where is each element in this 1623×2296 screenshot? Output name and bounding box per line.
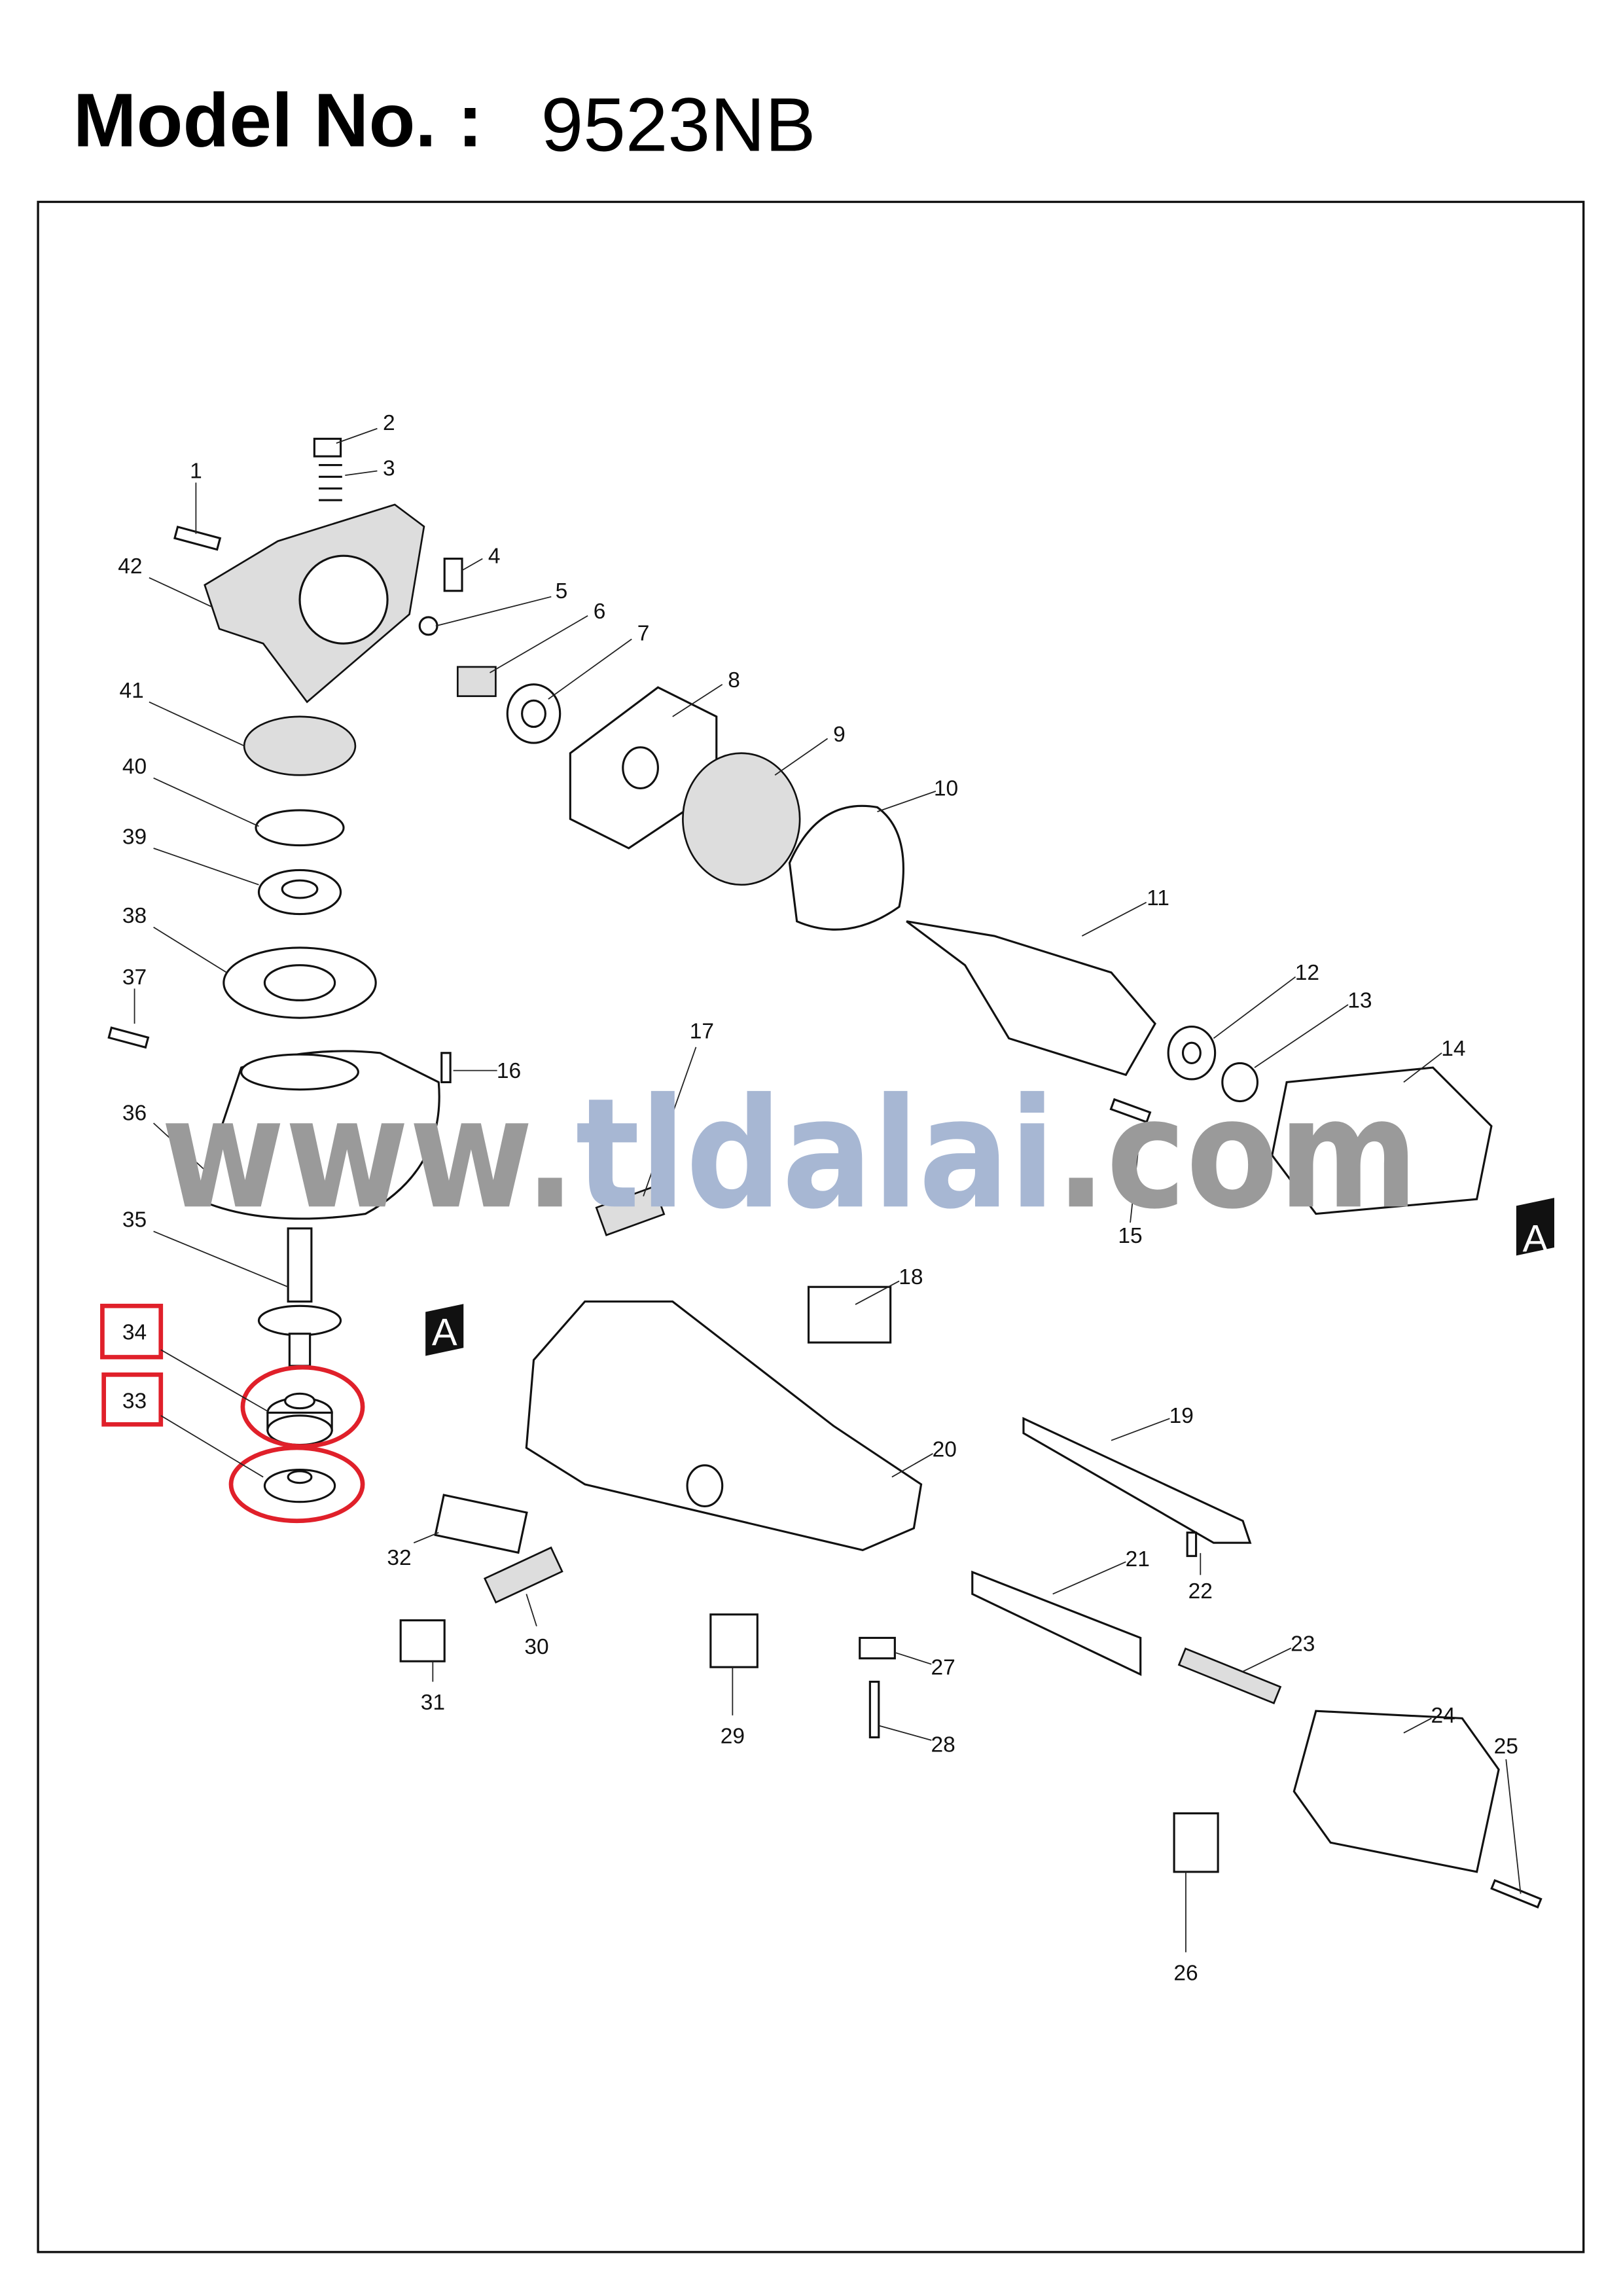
part-label: 27 xyxy=(931,1655,955,1679)
part-label: 33 xyxy=(122,1390,147,1414)
part-label: 13 xyxy=(1347,989,1372,1013)
part-label: 24 xyxy=(1431,1704,1455,1728)
part-labels: 1 2 3 4 5 6 7 8 9 10 11 12 13 14 15 16 1… xyxy=(118,411,1518,1985)
part-label: 32 xyxy=(387,1546,411,1570)
part-label: 22 xyxy=(1188,1579,1213,1604)
part-label: 30 xyxy=(524,1635,548,1659)
part-label: 3 xyxy=(383,456,395,480)
part-label: 16 xyxy=(497,1059,521,1083)
part-label: 42 xyxy=(118,554,142,579)
part-label: 20 xyxy=(933,1437,957,1462)
part-label: 6 xyxy=(594,600,606,624)
part-label: 17 xyxy=(690,1019,714,1043)
highlight-marks xyxy=(100,1303,365,1524)
part-label: 11 xyxy=(1147,886,1169,910)
part-label: 9 xyxy=(833,723,846,747)
part-label: 23 xyxy=(1291,1632,1315,1657)
part-label: 12 xyxy=(1295,961,1319,985)
part-label: 39 xyxy=(122,825,147,849)
part-label: 14 xyxy=(1441,1037,1465,1061)
part-label: 2 xyxy=(383,411,395,435)
bevel-gear xyxy=(243,715,357,776)
highlight-box-33 xyxy=(101,1372,164,1427)
svg-text:A: A xyxy=(432,1312,457,1354)
motor-housing xyxy=(525,1300,923,1552)
part-label: 36 xyxy=(122,1102,147,1126)
section-marker-a-right: A xyxy=(1516,1198,1554,1261)
section-marker-a-left: A xyxy=(425,1304,464,1356)
part-label: 18 xyxy=(899,1265,923,1289)
wheel-guard xyxy=(196,1050,440,1220)
highlight-circle-33 xyxy=(228,1445,365,1524)
field xyxy=(1271,1066,1493,1215)
part-label: 40 xyxy=(122,755,147,779)
part-label: 29 xyxy=(721,1724,745,1748)
part-label: 25 xyxy=(1494,1734,1518,1759)
part-label: 28 xyxy=(931,1733,955,1757)
part-label: 31 xyxy=(421,1691,445,1715)
fan-guide xyxy=(788,804,905,931)
armature xyxy=(906,920,1156,1077)
part-label: 38 xyxy=(122,904,147,928)
watermark: www.tldalai.com xyxy=(161,1065,1418,1242)
part-label: 8 xyxy=(728,668,740,692)
rear-cover xyxy=(1293,1710,1500,1873)
part-label: 19 xyxy=(1169,1404,1194,1428)
part-label: 5 xyxy=(556,579,568,603)
model-label: Model No. : xyxy=(73,78,483,163)
part-label: 21 xyxy=(1126,1547,1150,1571)
model-number: 9523NB xyxy=(541,82,816,167)
part-label: 15 xyxy=(1118,1224,1142,1248)
part-label: 35 xyxy=(122,1208,147,1232)
part-label: 37 xyxy=(122,965,147,990)
part-label: 7 xyxy=(637,622,650,646)
part-label: 10 xyxy=(934,777,958,801)
leader-lines xyxy=(134,427,1522,1952)
svg-text:A: A xyxy=(1523,1218,1548,1261)
part-shapes xyxy=(107,437,1543,1909)
fan xyxy=(682,752,801,886)
part-label: 34 xyxy=(122,1321,147,1345)
part-label: 26 xyxy=(1173,1961,1198,1985)
part-label: 41 xyxy=(119,679,143,703)
highlight-box-34 xyxy=(100,1303,164,1359)
part-label: 1 xyxy=(190,459,202,484)
diagram-frame xyxy=(37,200,1585,2253)
part-label: 4 xyxy=(488,544,501,568)
